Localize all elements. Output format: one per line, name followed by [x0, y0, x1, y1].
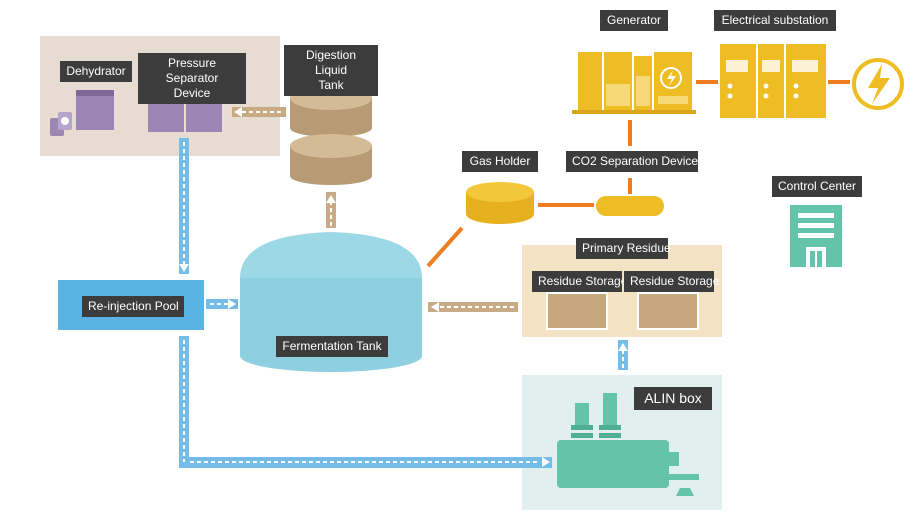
electrical-substation [720, 44, 826, 118]
reinjection-pool-label: Re-injection Pool [82, 296, 184, 317]
gas-lines [426, 80, 850, 268]
digestion-liquid-tank [290, 86, 372, 185]
dehydrator-label: Dehydrator [60, 61, 132, 82]
substation-label: Electrical substation [714, 10, 836, 31]
residue-storage-box-1 [546, 292, 608, 330]
lightning-icon [852, 58, 904, 110]
digestion-tank-label-line2: Tank [318, 78, 344, 92]
residue-storage-box-2 [637, 292, 699, 330]
control-center-label: Control Center [772, 176, 862, 197]
digestion-tank-label-line1: Digestion Liquid [305, 48, 357, 77]
co2-separation-device [596, 196, 664, 216]
pressure-separator-label: Pressure Separator Device [138, 53, 246, 104]
phone-icon [50, 112, 72, 136]
fermentation-tank-label: Fermentation Tank [276, 336, 388, 357]
generator [572, 52, 696, 114]
alin-box-machine [557, 393, 699, 496]
digestion-tank-label: Digestion Liquid Tank [284, 45, 378, 96]
flow-arrow-residue-to-fermentation [428, 302, 518, 312]
co2-separation-label: CO2 Separation Device [566, 151, 698, 172]
residue-storage-label-2: Residue Storage [624, 271, 719, 292]
flow-arrow-pool-to-alin [179, 336, 552, 468]
residue-storage-label-1: Residue Storage [532, 271, 627, 292]
flow-arrow-digestion-to-separator [232, 107, 286, 117]
flow-arrow-separator-to-pool [179, 138, 189, 274]
generator-label: Generator [600, 10, 668, 31]
pressure-separator-label-line1: Pressure Separator [165, 56, 219, 85]
control-center-building-icon [790, 205, 842, 267]
gas-holder-label: Gas Holder [462, 151, 538, 172]
dehydrator-device [76, 90, 114, 130]
alin-box-label: ALIN box [634, 387, 712, 410]
pressure-separator-label-line2: Device [173, 86, 211, 100]
flow-arrow-fermentation-to-digestion [326, 192, 336, 228]
primary-residue-label: Primary Residue [576, 238, 671, 259]
flow-arrow-pool-to-fermentation [206, 299, 238, 309]
flow-arrow-alin-to-residue [618, 340, 628, 370]
gas-holder [466, 182, 534, 224]
